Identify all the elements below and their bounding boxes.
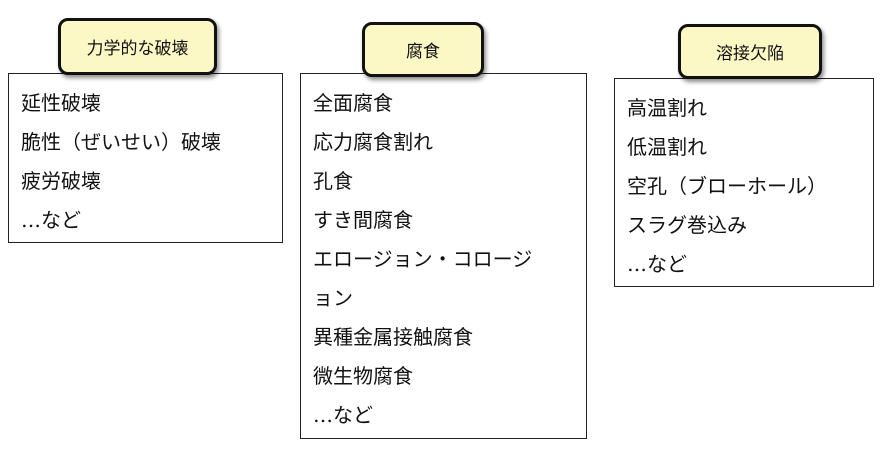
list-item: 空孔（ブローホール） — [627, 174, 827, 198]
list-item: 延性破壊 — [21, 91, 101, 115]
list-item: 孔食 — [313, 169, 353, 193]
list-item: 高温割れ — [627, 96, 707, 120]
list-item: エロージョン・コロージ — [313, 247, 533, 271]
group-title-welding: 溶接欠陥 — [678, 24, 822, 79]
list-item: すき間腐食 — [313, 208, 413, 232]
group-title-corrosion: 腐食 — [362, 22, 484, 77]
group-title-mechanical: 力学的な破壊 — [58, 18, 217, 75]
list-item: 微生物腐食 — [313, 364, 413, 388]
list-item: 全面腐食 — [313, 91, 393, 115]
list-item: 疲労破壊 — [21, 169, 101, 193]
title-text: 力学的な破壊 — [86, 39, 189, 59]
list-item: 脆性（ぜいせい）破壊 — [21, 130, 221, 154]
list-item: …など — [627, 252, 687, 276]
list-item: ョン — [313, 286, 353, 310]
list-item: 応力腐食割れ — [313, 130, 433, 154]
list-item: 低温割れ — [627, 135, 707, 159]
list-item: …など — [21, 208, 81, 232]
group-box-corrosion: 全面腐食 応力腐食割れ 孔食 すき間腐食 エロージョン・コロージ ョン 異種金属… — [300, 73, 587, 439]
group-box-welding: 高温割れ 低温割れ 空孔（ブローホール） スラグ巻込み …など — [614, 78, 874, 287]
title-text: 腐食 — [406, 42, 440, 62]
list-item: 異種金属接触腐食 — [313, 325, 473, 349]
list-item: …など — [313, 403, 373, 427]
title-text: 溶接欠陥 — [716, 44, 784, 64]
list-item: スラグ巻込み — [627, 213, 747, 237]
group-box-mechanical: 延性破壊 脆性（ぜいせい）破壊 疲労破壊 …など — [8, 73, 283, 243]
